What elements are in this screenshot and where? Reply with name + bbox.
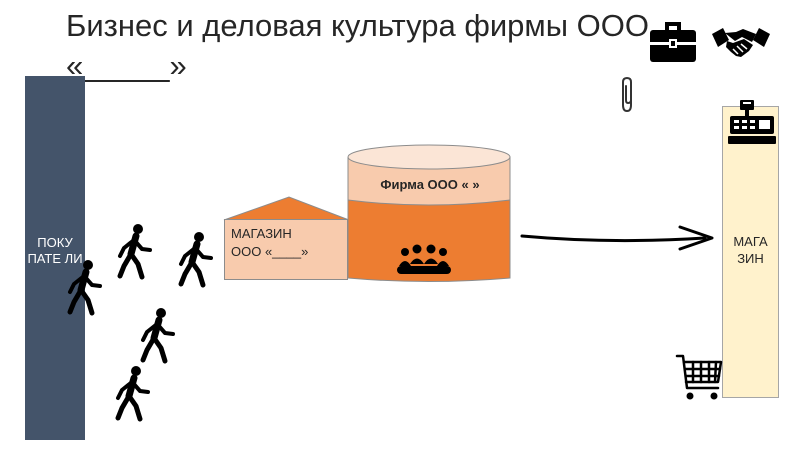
briefcase-icon (650, 22, 696, 62)
shopping-cart-icon (675, 354, 723, 400)
store-label: МАГА ЗИН (733, 234, 768, 266)
handshake-icon (712, 28, 770, 57)
page-title: Бизнес и деловая культура фирмы ООО «___… (66, 8, 649, 83)
walking-person-icon (117, 224, 152, 280)
walking-person-icon (115, 366, 150, 422)
shop-label-line2: ООО «____» (231, 244, 309, 259)
buyers-column (25, 76, 85, 440)
buyers-label: ПОКУ ПАТЕ ЛИ (27, 235, 83, 266)
walking-person-icon (67, 260, 102, 316)
walking-person-icon (178, 232, 213, 288)
walking-person-icon (140, 308, 175, 364)
arrow-right-icon (520, 225, 714, 251)
shop-box (224, 219, 348, 280)
cash-register-icon (728, 100, 776, 144)
paperclip-icon (622, 76, 632, 113)
meeting-group-icon (397, 244, 451, 274)
firm-cylinder (347, 144, 511, 282)
shop-label: МАГАЗИН ООО «____» (231, 225, 343, 261)
store-column (722, 106, 779, 398)
firm-label: Фирма ООО « » (380, 177, 480, 192)
shop-label-line1: МАГАЗИН (231, 226, 292, 241)
